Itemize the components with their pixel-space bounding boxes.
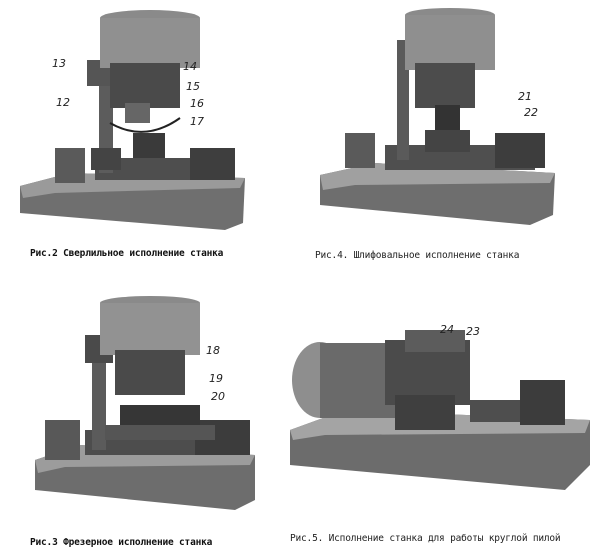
caption-figure-3: Рис.3 Фрезерное исполнение станка xyxy=(30,537,213,548)
figure-2-drilling-machine xyxy=(15,8,250,233)
callout-14: 14 xyxy=(183,60,197,73)
callout-13: 13 xyxy=(52,57,66,70)
callout-20: 20 xyxy=(211,390,225,403)
caption-figure-4: Рис.4. Шлифовальное исполнение станка xyxy=(315,250,520,261)
callout-18: 18 xyxy=(206,344,220,357)
caption-figure-2: Рис.2 Сверлильное исполнение станка xyxy=(30,248,224,259)
figure-5-circular-saw-machine xyxy=(285,325,595,500)
callout-19: 19 xyxy=(209,372,223,385)
callout-17: 17 xyxy=(190,115,204,128)
callout-24: 24 xyxy=(440,323,454,336)
callout-22: 22 xyxy=(524,106,538,119)
callout-23: 23 xyxy=(466,325,480,338)
caption-figure-5: Рис.5. Исполнение станка для работы круг… xyxy=(290,533,561,544)
callout-12: 12 xyxy=(56,96,70,109)
callout-16: 16 xyxy=(190,97,204,110)
figure-4-grinding-machine xyxy=(315,5,560,230)
callout-15: 15 xyxy=(186,80,200,93)
callout-21: 21 xyxy=(518,90,532,103)
figure-3-milling-machine xyxy=(30,295,260,515)
